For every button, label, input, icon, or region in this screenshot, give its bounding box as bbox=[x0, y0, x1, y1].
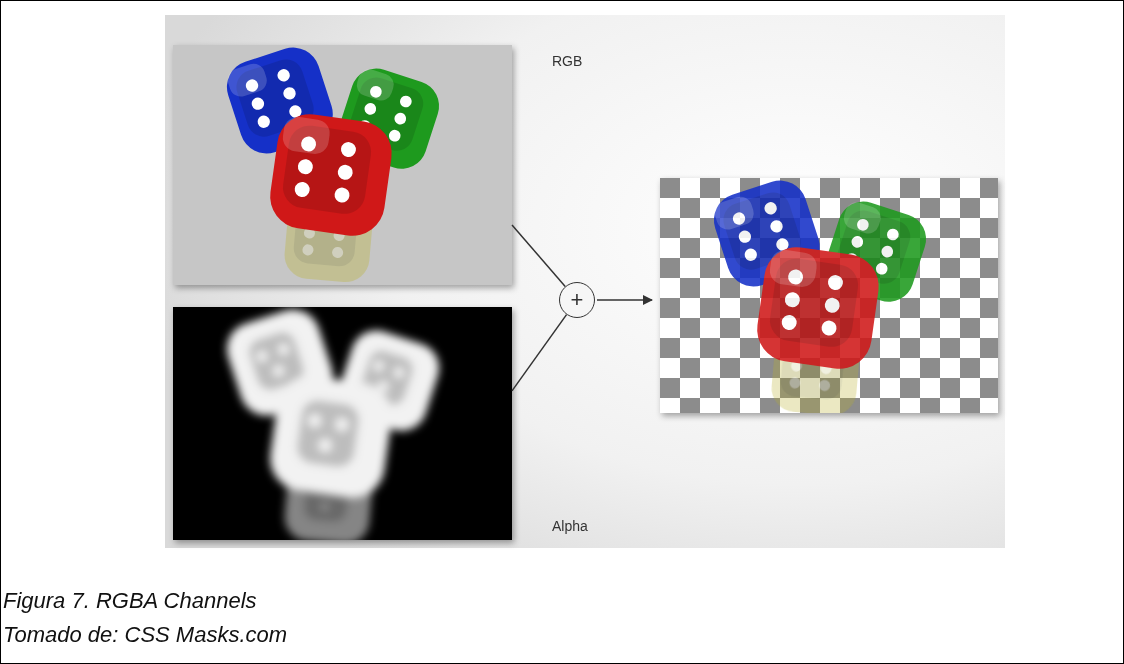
connector-line bbox=[512, 315, 567, 391]
connector-line bbox=[512, 225, 565, 286]
channel-label: Alpha bbox=[552, 518, 588, 534]
operator-symbol: + bbox=[571, 289, 584, 311]
rgb-panel: RGB bbox=[173, 45, 512, 285]
channel-label: RGB bbox=[552, 53, 582, 69]
alpha-panel: Alpha bbox=[173, 307, 512, 540]
figure-caption: Figura 7. RGBA Channels bbox=[3, 588, 257, 614]
source-note: Tomado de: CSS Masks.com bbox=[3, 622, 287, 648]
plus-circle: + bbox=[559, 282, 595, 318]
